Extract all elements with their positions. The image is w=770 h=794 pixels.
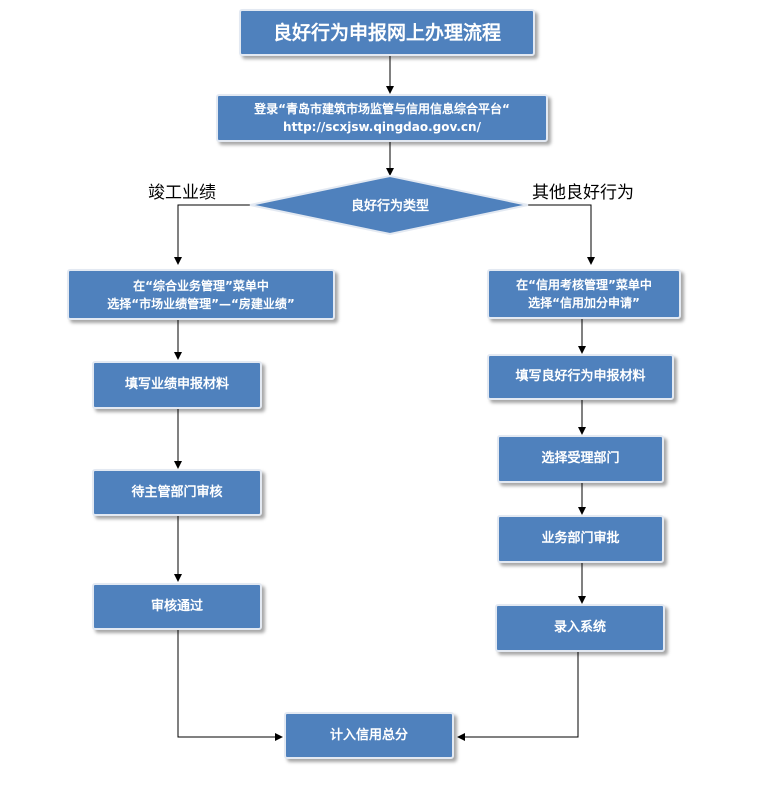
right-fill-step: 填写良好行为申报材料 <box>487 354 674 400</box>
left-review-step: 待主管部门审核 <box>92 469 262 516</box>
login-step: 登录“青岛市建筑市场监管与信用信息综合平台“ http://scxjsw.qin… <box>216 94 548 142</box>
arrow-decision-left <box>174 204 250 265</box>
branch-label-completion: 竣工业绩 <box>148 183 216 203</box>
branch-label-other: 其他良好行为 <box>532 183 634 203</box>
decision-diamond <box>249 174 529 236</box>
arrow-left-passed-final <box>177 630 283 741</box>
decision-label: 良好行为类型 <box>351 198 429 214</box>
right-dept-step: 选择受理部门 <box>497 435 664 483</box>
right-record-step: 录入系统 <box>495 604 665 652</box>
left-fill-step: 填写业绩申报材料 <box>92 361 262 409</box>
arrow-decision-right <box>528 204 595 265</box>
arrow-right-record-final <box>457 652 579 741</box>
right-approve-step: 业务部门审批 <box>497 515 664 563</box>
left-menu-step: 在“综合业务管理”菜单中 选择“市场业绩管理”—“房建业绩” <box>67 269 335 320</box>
left-passed-step: 审核通过 <box>92 583 262 630</box>
left-menu-line2: 选择“市场业绩管理”—“房建业绩” <box>107 296 295 311</box>
left-menu-line1: 在“综合业务管理”菜单中 <box>133 278 269 293</box>
final-step: 计入信用总分 <box>284 712 454 759</box>
right-menu-line2: 选择“信用加分申请” <box>528 296 640 310</box>
right-menu-line1: 在“信用考核管理”菜单中 <box>516 278 652 292</box>
login-step-url: http://scxjsw.qingdao.gov.cn/ <box>283 120 481 134</box>
flow-title: 良好行为申报网上办理流程 <box>239 9 535 56</box>
right-menu-step: 在“信用考核管理”菜单中 选择“信用加分申请” <box>487 269 681 319</box>
login-step-line1: 登录“青岛市建筑市场监管与信用信息综合平台“ <box>254 102 510 116</box>
